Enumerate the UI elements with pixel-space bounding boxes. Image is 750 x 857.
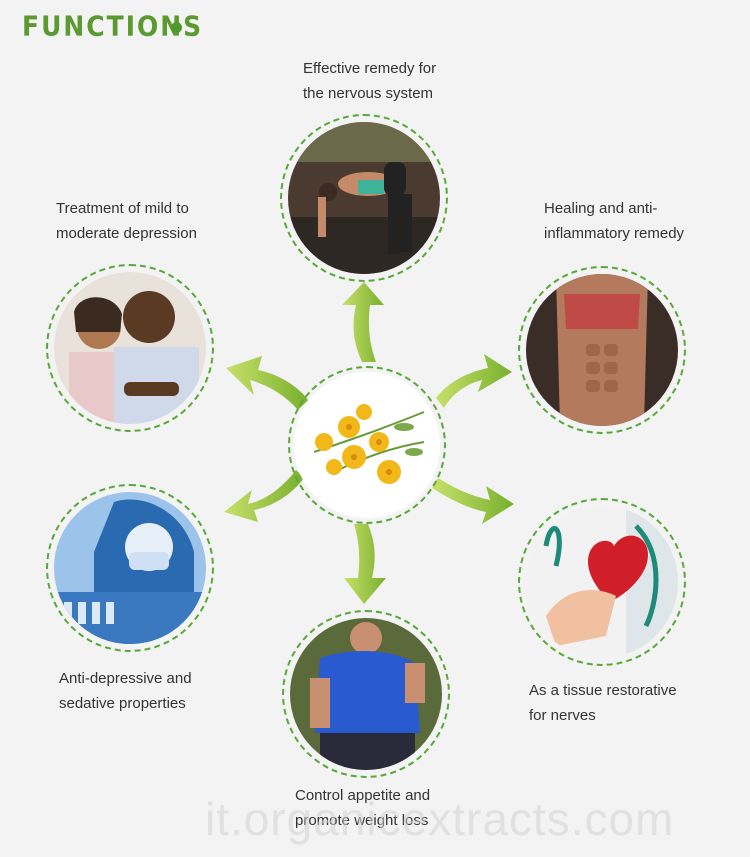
- abs-image: [526, 274, 678, 426]
- arrow-upright-icon: [436, 354, 512, 408]
- function-label-tissue: As a tissue restorative for nerves: [529, 682, 677, 724]
- herb-image: [294, 372, 440, 518]
- ring-depression: [46, 264, 214, 432]
- function-label-depression: Treatment of mild to moderate depression: [56, 200, 197, 242]
- arrow-up-icon: [342, 282, 384, 362]
- lab-scientist-image: [54, 492, 206, 644]
- arrow-upleft-icon: [226, 356, 308, 410]
- function-label-appetite: Control appetite and promote weight loss: [295, 787, 431, 829]
- ring-nervous: [280, 114, 448, 282]
- function-label-inflammatory: Healing and anti- inflammatory remedy: [544, 200, 685, 242]
- arrow-downright-icon: [432, 478, 514, 524]
- arrow-downleft-icon: [224, 470, 304, 522]
- ring-tissue: [518, 498, 686, 666]
- ring-appetite: [282, 610, 450, 778]
- heart-hand-image: [526, 506, 678, 658]
- arrow-down-icon: [344, 524, 386, 604]
- ring-sedative: [46, 484, 214, 652]
- title-dot-icon: [171, 22, 182, 33]
- function-label-nervous: Effective remedy for the nervous system: [303, 60, 437, 102]
- center-ring: [288, 366, 446, 524]
- happy-couple-image: [54, 272, 206, 424]
- man-running-image: [290, 618, 442, 770]
- ring-inflammatory: [518, 266, 686, 434]
- woman-stretching-image: [288, 122, 440, 274]
- watermark: it.organicextracts.com: [205, 793, 675, 845]
- function-label-sedative: Anti-depressive and sedative properties: [59, 670, 192, 712]
